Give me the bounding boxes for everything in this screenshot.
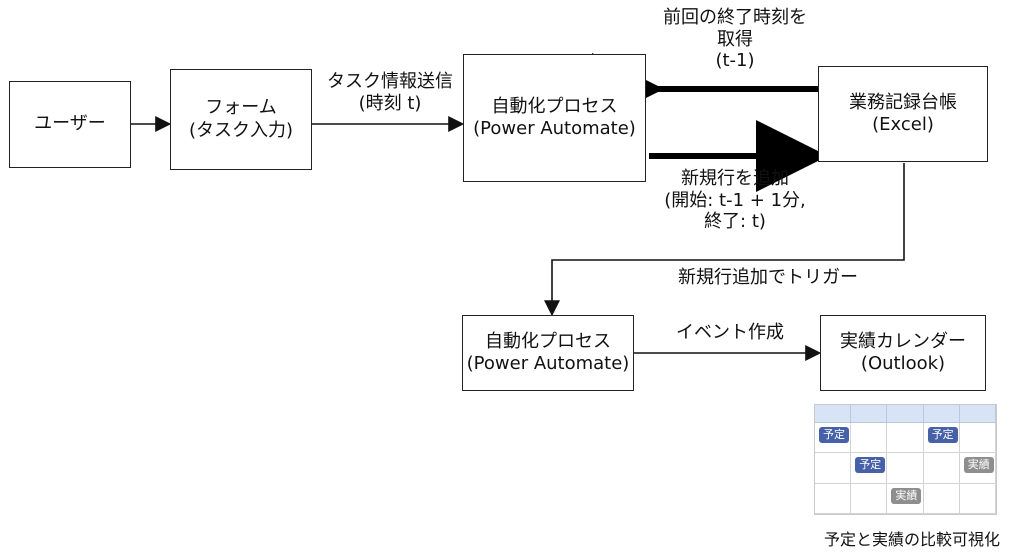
calendar-cell <box>887 423 924 454</box>
form-node-subtitle: (タスク入力) <box>188 119 294 141</box>
calendar-cell <box>815 483 852 514</box>
calendar-cell <box>923 453 960 484</box>
edge-label-form-to-automate: タスク情報送信 (時刻 t) <box>321 71 459 114</box>
calendar-plan-chip: 予定 <box>927 427 958 443</box>
form-node: フォーム (タスク入力) <box>170 69 312 170</box>
edge-label-add-row-line2: (開始: t-1 + 1分, <box>664 189 806 211</box>
outlook-calendar-title: 実績カレンダー <box>840 330 966 352</box>
automate-top-node: 自動化プロセス (Power Automate) <box>463 54 646 182</box>
edge-label-trigger-line1: 新規行追加でトリガー <box>678 267 858 288</box>
calendar-plan-chip: 予定 <box>855 457 886 474</box>
calendar-header-cell <box>887 405 924 423</box>
calendar-plan-chip: 予定 <box>819 427 849 443</box>
excel-node-title: 業務記録台帳 <box>849 91 957 113</box>
calendar-cell <box>959 483 996 514</box>
user-node: ユーザー <box>9 81 131 168</box>
form-node-title: フォーム <box>205 97 277 118</box>
calendar-illustration: 予定 予定 予定 実績 実績 <box>814 404 997 515</box>
calendar-cell <box>851 483 888 514</box>
calendar-cell: 実績 <box>887 483 924 514</box>
automate-top-title: 自動化プロセス <box>491 95 618 117</box>
calendar-grid: 予定 予定 予定 実績 実績 <box>815 405 996 514</box>
arrow-trigger <box>544 163 905 317</box>
automate-bottom-title: 自動化プロセス <box>485 330 611 352</box>
calendar-cell: 実績 <box>959 453 996 484</box>
calendar-cell <box>851 423 888 454</box>
calendar-header-cell <box>923 405 960 423</box>
excel-node: 業務記録台帳 (Excel) <box>818 66 988 162</box>
edge-label-add-row-line1: 新規行を追加 <box>681 168 789 189</box>
calendar-cell <box>959 423 996 454</box>
calendar-actual-chip: 実績 <box>963 457 994 474</box>
calendar-actual-chip: 実績 <box>891 487 922 504</box>
calendar-header-cell <box>959 405 996 423</box>
calendar-cell: 予定 <box>923 423 960 454</box>
edge-label-form-to-automate-line1: タスク情報送信 <box>327 71 453 92</box>
calendar-cell: 予定 <box>815 423 852 454</box>
edge-label-add-row: 新規行を追加 (開始: t-1 + 1分, 終了: t) <box>650 168 820 233</box>
user-node-label: ユーザー <box>34 113 106 135</box>
automate-top-subtitle: (Power Automate) <box>473 118 636 139</box>
edge-label-get-last-end-line2: 取得 <box>717 28 753 50</box>
edge-label-form-to-automate-line2: (時刻 t) <box>358 92 422 114</box>
edge-label-get-last-end: 前回の終了時刻を 取得 (t-1) <box>640 7 830 72</box>
calendar-caption: 予定と実績の比較可視化 <box>823 530 1000 549</box>
calendar-cell <box>815 453 852 484</box>
calendar-cell <box>887 453 924 484</box>
calendar-header-cell <box>815 405 852 423</box>
calendar-header-cell <box>851 405 888 423</box>
excel-node-subtitle: (Excel) <box>872 114 934 135</box>
calendar-cell <box>923 483 960 514</box>
calendar-cell: 予定 <box>851 453 888 484</box>
edge-label-create-event-line1: イベント作成 <box>676 322 784 343</box>
automate-bottom-node: 自動化プロセス (Power Automate) <box>462 315 634 391</box>
edge-label-create-event: イベント作成 <box>660 322 800 344</box>
edge-label-get-last-end-line1: 前回の終了時刻を <box>663 7 807 28</box>
edge-label-trigger: 新規行追加でトリガー <box>668 267 868 289</box>
automate-bottom-subtitle: (Power Automate) <box>466 353 630 374</box>
outlook-calendar-subtitle: (Outlook) <box>860 353 946 374</box>
edge-label-add-row-line3: 終了: t) <box>704 211 766 233</box>
outlook-calendar-node: 実績カレンダー (Outlook) <box>820 315 986 391</box>
edge-label-get-last-end-line3: (t-1) <box>715 50 755 72</box>
